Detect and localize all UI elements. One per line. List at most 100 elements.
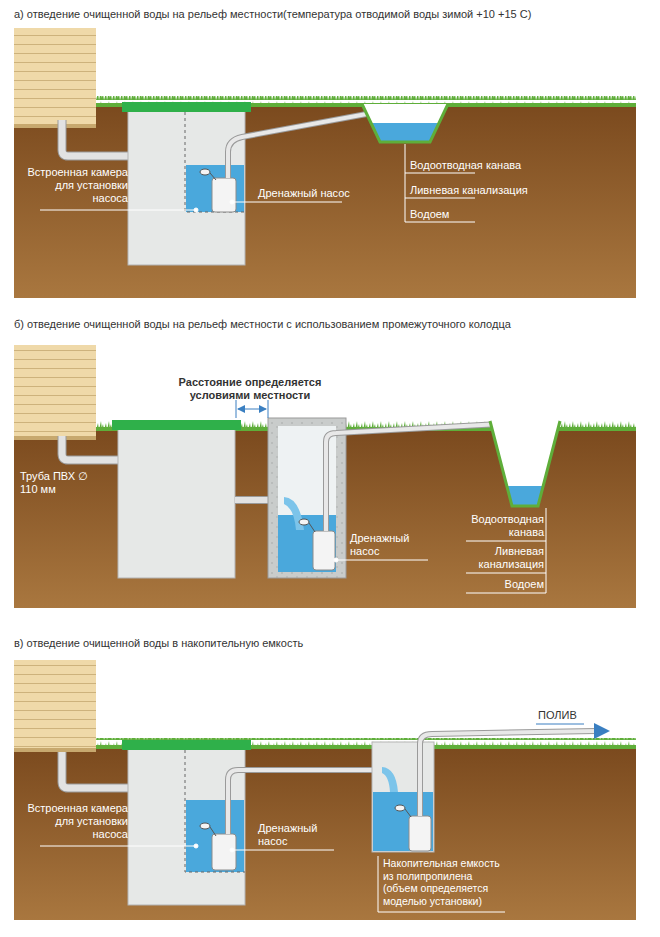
- storage-tank: [395, 805, 405, 811]
- septic-tank: [122, 102, 251, 112]
- house-wall: [14, 28, 96, 128]
- ditch: [362, 104, 448, 142]
- callout-label: Труба ПВХ ∅ 110 мм: [20, 470, 100, 496]
- house-wall: [14, 436, 96, 440]
- leader-line: [334, 558, 338, 562]
- callout-label: Дренажный насос: [350, 532, 430, 558]
- callout-label: Ливневая канализация: [410, 184, 550, 197]
- panel-a-ground: [14, 96, 636, 106]
- drain-pump: [212, 178, 236, 212]
- storage-tank: [598, 730, 608, 732]
- storage-tank: [372, 731, 608, 852]
- septic-tank: [62, 436, 120, 460]
- leader-line: [336, 560, 428, 561]
- septic-tank: [62, 752, 130, 788]
- leader-line: [40, 210, 196, 211]
- ditch: [371, 123, 439, 142]
- leader-line: [232, 850, 334, 851]
- leader-line: [232, 202, 342, 203]
- leader-line: [194, 208, 198, 212]
- leader-line: [378, 856, 379, 912]
- drain-pump: [210, 173, 216, 180]
- intermediate-well: [313, 531, 335, 570]
- panel-c-ground: [14, 748, 636, 920]
- ditch: [362, 104, 448, 142]
- house-wall: [14, 660, 96, 752]
- drain-pump: [228, 113, 372, 178]
- intermediate-well: [268, 418, 346, 578]
- panel-a-ground: [14, 96, 636, 298]
- panel-c-ground: [14, 738, 636, 920]
- panel-a-ground: [14, 103, 636, 107]
- septic-tank: [62, 120, 130, 156]
- house-wall: [14, 28, 96, 128]
- ditch: [490, 421, 560, 506]
- dimension-line: [268, 400, 269, 418]
- septic-tank: [62, 436, 120, 460]
- dimension-line: [236, 400, 237, 418]
- storage-tank: [420, 731, 596, 816]
- panel-title: а) отведение очищенной воды на рельеф ме…: [14, 8, 644, 21]
- callout-label: Водоотводная канава: [410, 159, 550, 172]
- leader-line: [405, 222, 475, 223]
- septic-tank: [185, 112, 245, 212]
- leader-line: [466, 541, 546, 542]
- leader-line: [334, 508, 546, 593]
- drain-pump: [212, 834, 236, 870]
- intermediate-well: [309, 523, 315, 532]
- ditch: [490, 421, 560, 506]
- house-wall: [14, 748, 96, 752]
- leader-line: [405, 144, 406, 222]
- leader-line: [230, 200, 234, 204]
- callout-label: Встроенная камера для установки насоса: [20, 166, 128, 205]
- callout-label: Дренажный насос: [258, 822, 338, 848]
- storage-tank: [373, 792, 433, 851]
- drain-pump: [200, 169, 210, 175]
- leader-line: [230, 848, 234, 852]
- callout-label: Водоотводная канава: [460, 513, 544, 539]
- intermediate-well: [284, 497, 304, 530]
- callout-label: Ливневая канализация: [460, 545, 544, 571]
- leader-line: [194, 844, 198, 848]
- septic-tank: [112, 420, 241, 430]
- callout-label: Накопительная емкость из полипропилена (…: [383, 857, 508, 907]
- leader-line: [40, 846, 196, 847]
- storage-tank: [405, 809, 411, 817]
- panel-c-ground: [14, 745, 636, 749]
- leader-line: [405, 198, 475, 199]
- callout-label: Водоем: [410, 208, 550, 221]
- septic-tank: [128, 110, 245, 265]
- storage-tank: [372, 742, 434, 852]
- ditch: [490, 421, 560, 506]
- panel-title: б) отведение очищенной воды на рельеф ме…: [14, 318, 644, 331]
- leader-line: [536, 724, 584, 725]
- septic-tank: [62, 420, 286, 578]
- drain-pump: [210, 827, 216, 836]
- leader-line: [378, 912, 505, 913]
- intermediate-well: [268, 418, 500, 578]
- dimension-line: [236, 400, 268, 418]
- panel-a-ground: [14, 106, 636, 298]
- callout-label: Водоем: [460, 578, 544, 591]
- storage-tank: [409, 816, 431, 851]
- callout-label: ПОЛИВ: [538, 709, 608, 722]
- house-wall: [14, 345, 96, 440]
- panel-c-ground: [14, 738, 636, 748]
- ditch: [362, 104, 448, 142]
- storage-tank: [382, 767, 398, 792]
- septic-tank: [62, 752, 130, 788]
- panel-b-ground: [14, 420, 636, 608]
- dimension-label: Расстояние определяется условиями местно…: [170, 376, 330, 402]
- septic-tank: [122, 740, 251, 750]
- leader-line: [466, 573, 546, 574]
- panel-title: в) отведение очищенной воды в накопитель…: [14, 637, 644, 650]
- dimension-line: [238, 409, 266, 410]
- septic-tank: [62, 120, 130, 156]
- callout-label: Дренажный насос: [258, 187, 378, 200]
- septic-tank: [186, 800, 244, 872]
- leader-line: [536, 724, 584, 725]
- house-wall: [14, 660, 96, 752]
- leader-line: [546, 508, 547, 593]
- septic-tank: [186, 165, 244, 212]
